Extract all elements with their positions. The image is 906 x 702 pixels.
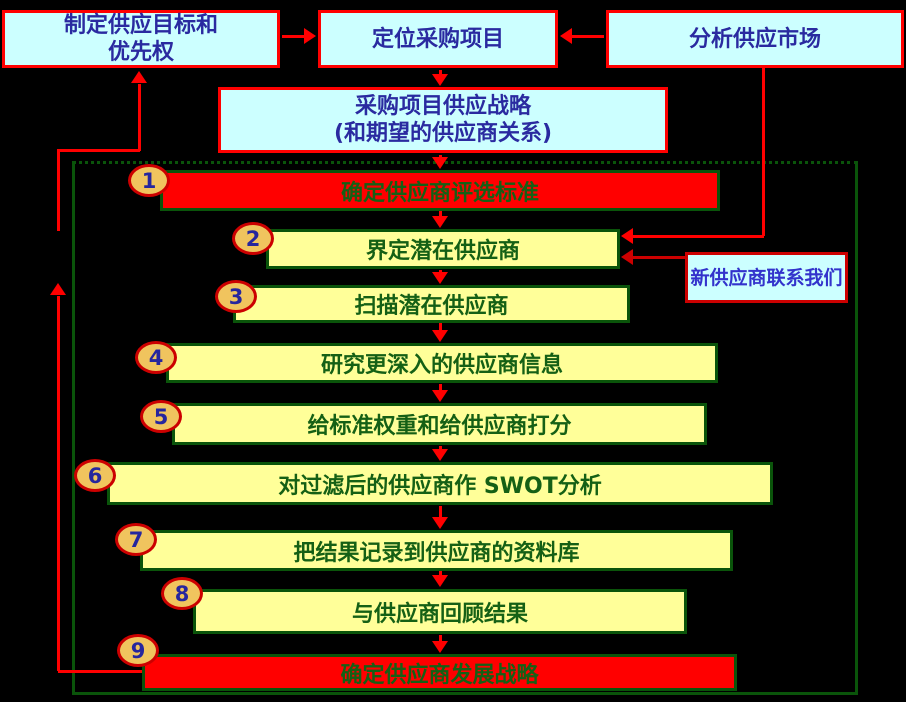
arrow-position-to-strategy-head: [432, 74, 448, 86]
arrow-market-to-position-line: [572, 35, 604, 38]
step-number-badge-8: 8: [161, 577, 203, 610]
connector-market-left: [630, 235, 764, 238]
position-purchase-label: 定位采购项目: [371, 26, 504, 52]
arrow-goals-to-position-line: [282, 35, 306, 38]
strategy-box-line2: (和期望的供应商关系): [333, 121, 553, 146]
feedback-up-line-c: [138, 84, 141, 151]
new-supplier-contact-label: 新供应商联系我们: [690, 266, 843, 289]
step-number-badge-2: 2: [232, 222, 274, 255]
strategy-box-line1: 采购项目供应战略: [354, 94, 531, 119]
step-number-badge-5: 5: [140, 400, 182, 433]
flow-arrow-8-head: [432, 575, 448, 587]
flow-arrow-5-head: [432, 390, 448, 402]
feedback-top-line: [57, 149, 140, 152]
process-dashed-container: [72, 161, 858, 695]
step-box-9: 确定供应商发展战略: [142, 654, 737, 691]
flow-arrow-6-line: [439, 446, 442, 451]
feedback-bottom-line: [58, 670, 142, 673]
connector-market-head: [621, 228, 633, 244]
feedback-up-line-b: [57, 150, 60, 231]
connector-contact-line: [632, 256, 685, 259]
step-number-badge-7: 7: [115, 523, 157, 556]
flow-arrow-7-line: [439, 506, 442, 519]
goals-box: 制定供应目标和 优先权: [2, 10, 280, 68]
position-purchase-box: 定位采购项目: [318, 10, 558, 68]
step-number-badge-3: 3: [215, 280, 257, 313]
flow-arrow-2-head: [432, 216, 448, 228]
connector-market-down: [762, 68, 765, 236]
new-supplier-contact-box: 新供应商联系我们: [685, 252, 848, 303]
flow-arrow-8-line: [439, 571, 442, 577]
goals-box-line2: 优先权: [107, 40, 174, 65]
flow-arrow-1-head: [432, 157, 448, 169]
feedback-mid-head: [50, 283, 66, 295]
step-number-badge-4: 4: [135, 341, 177, 374]
feedback-up-line-a: [57, 296, 60, 671]
step-box-7: 把结果记录到供应商的资料库: [140, 530, 733, 571]
step-box-5: 给标准权重和给供应商打分: [172, 403, 707, 445]
strategy-box: 采购项目供应战略 (和期望的供应商关系): [218, 87, 668, 153]
flow-arrow-5-line: [439, 384, 442, 392]
flow-arrow-7-head: [432, 517, 448, 529]
flow-arrow-9-head: [432, 641, 448, 653]
flow-arrow-9-line: [439, 635, 442, 643]
arrow-market-to-position-head: [560, 28, 572, 44]
connector-contact-head: [621, 249, 633, 265]
arrow-position-to-strategy-line: [439, 70, 442, 76]
flow-arrow-4-line: [439, 323, 442, 332]
step-number-badge-9: 9: [117, 634, 159, 667]
feedback-top-head: [131, 71, 147, 83]
flow-arrow-4-head: [432, 330, 448, 342]
arrow-goals-to-position-head: [304, 28, 316, 44]
step-box-6: 对过滤后的供应商作 SWOT分析: [107, 462, 773, 505]
flow-arrow-2-line: [439, 211, 442, 218]
flow-arrow-6-head: [432, 449, 448, 461]
analyze-market-box: 分析供应市场: [606, 10, 904, 68]
analyze-market-label: 分析供应市场: [688, 26, 821, 52]
step-number-badge-1: 1: [128, 164, 170, 197]
step-box-8: 与供应商回顾结果: [193, 589, 687, 634]
step-number-badge-6: 6: [74, 459, 116, 492]
flow-arrow-3-head: [432, 272, 448, 284]
step-box-1: 确定供应商评选标准: [160, 170, 720, 211]
goals-box-line1: 制定供应目标和: [63, 13, 218, 38]
step-box-3: 扫描潜在供应商: [233, 285, 630, 323]
step-box-4: 研究更深入的供应商信息: [166, 343, 718, 383]
